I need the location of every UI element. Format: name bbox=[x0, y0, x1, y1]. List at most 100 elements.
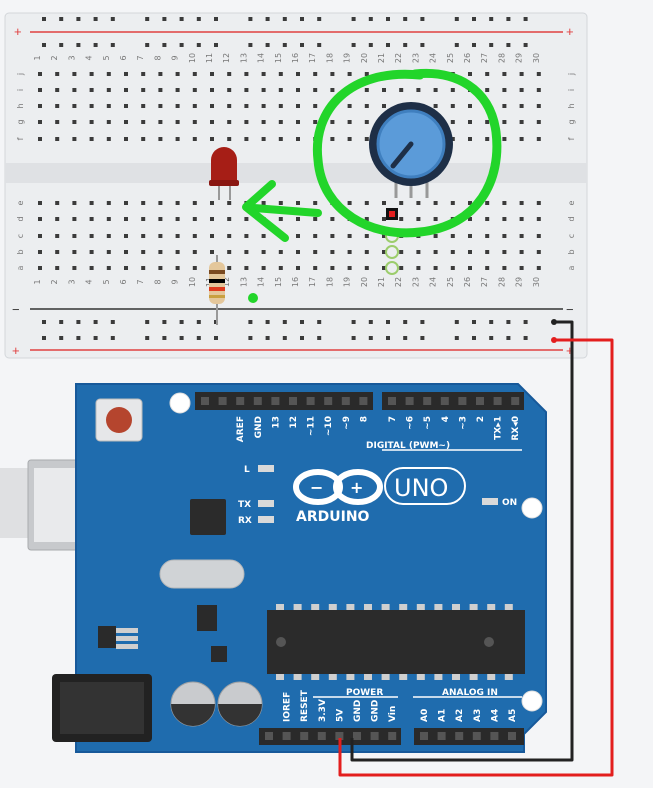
terminal-hole[interactable] bbox=[296, 104, 300, 108]
rail-hole[interactable] bbox=[506, 320, 511, 324]
rail-hole[interactable] bbox=[59, 43, 64, 47]
terminal-hole[interactable] bbox=[519, 217, 524, 221]
terminal-hole[interactable] bbox=[175, 88, 180, 92]
header-pin[interactable] bbox=[472, 732, 481, 740]
terminal-hole[interactable] bbox=[278, 104, 283, 108]
terminal-hole[interactable] bbox=[38, 266, 42, 270]
terminal-hole[interactable] bbox=[55, 266, 60, 270]
terminal-hole[interactable] bbox=[278, 266, 283, 270]
terminal-hole[interactable] bbox=[227, 120, 232, 124]
terminal-hole[interactable] bbox=[72, 266, 77, 270]
terminal-hole[interactable] bbox=[502, 217, 507, 221]
rail-hole[interactable] bbox=[110, 320, 115, 324]
terminal-hole[interactable] bbox=[158, 217, 163, 221]
terminal-hole[interactable] bbox=[485, 137, 490, 141]
rail-hole[interactable] bbox=[76, 320, 81, 324]
terminal-hole[interactable] bbox=[296, 217, 300, 221]
terminal-hole[interactable] bbox=[158, 120, 163, 124]
terminal-hole[interactable] bbox=[141, 234, 146, 238]
terminal-hole[interactable] bbox=[124, 217, 128, 221]
terminal-hole[interactable] bbox=[536, 217, 541, 221]
terminal-hole[interactable] bbox=[106, 72, 111, 76]
rail-hole[interactable] bbox=[472, 336, 476, 340]
terminal-hole[interactable] bbox=[485, 72, 490, 76]
terminal-hole[interactable] bbox=[175, 120, 180, 124]
terminal-hole[interactable] bbox=[313, 88, 318, 92]
terminal-hole[interactable] bbox=[141, 72, 146, 76]
terminal-hole[interactable] bbox=[347, 120, 352, 124]
terminal-hole[interactable] bbox=[330, 72, 335, 76]
rail-hole[interactable] bbox=[145, 320, 150, 324]
rail-hole[interactable] bbox=[300, 43, 304, 47]
header-pin[interactable] bbox=[490, 732, 499, 740]
rail-hole[interactable] bbox=[420, 336, 425, 340]
terminal-hole[interactable] bbox=[106, 266, 111, 270]
terminal-hole[interactable] bbox=[382, 217, 386, 221]
terminal-hole[interactable] bbox=[72, 250, 77, 254]
terminal-hole[interactable] bbox=[536, 104, 541, 108]
terminal-hole[interactable] bbox=[55, 120, 60, 124]
rail-hole[interactable] bbox=[489, 43, 494, 47]
terminal-hole[interactable] bbox=[38, 72, 42, 76]
rail-hole[interactable] bbox=[59, 17, 64, 21]
terminal-hole[interactable] bbox=[210, 72, 214, 76]
resistor-icon[interactable] bbox=[209, 255, 225, 325]
rail-hole[interactable] bbox=[93, 320, 98, 324]
header-pin[interactable] bbox=[271, 397, 280, 405]
header-pin[interactable] bbox=[282, 732, 291, 740]
rail-hole[interactable] bbox=[454, 43, 459, 47]
header-pin[interactable] bbox=[289, 397, 297, 405]
terminal-hole[interactable] bbox=[227, 201, 232, 205]
terminal-hole[interactable] bbox=[89, 266, 94, 270]
rail-hole[interactable] bbox=[42, 17, 46, 21]
terminal-hole[interactable] bbox=[519, 234, 524, 238]
terminal-hole[interactable] bbox=[536, 201, 541, 205]
terminal-hole[interactable] bbox=[55, 137, 60, 141]
terminal-hole[interactable] bbox=[55, 201, 60, 205]
terminal-hole[interactable] bbox=[313, 250, 318, 254]
rail-hole[interactable] bbox=[162, 43, 167, 47]
terminal-hole[interactable] bbox=[330, 250, 335, 254]
terminal-hole[interactable] bbox=[450, 250, 455, 254]
terminal-hole[interactable] bbox=[244, 250, 249, 254]
terminal-hole[interactable] bbox=[382, 88, 386, 92]
terminal-hole[interactable] bbox=[175, 72, 180, 76]
terminal-hole[interactable] bbox=[330, 137, 335, 141]
terminal-hole[interactable] bbox=[244, 217, 249, 221]
rail-hole[interactable] bbox=[265, 43, 270, 47]
terminal-hole[interactable] bbox=[244, 266, 249, 270]
terminal-hole[interactable] bbox=[502, 72, 507, 76]
terminal-hole[interactable] bbox=[192, 201, 197, 205]
header-pin[interactable] bbox=[201, 397, 209, 405]
rail-hole[interactable] bbox=[523, 336, 528, 340]
terminal-hole[interactable] bbox=[536, 72, 541, 76]
terminal-hole[interactable] bbox=[364, 72, 369, 76]
terminal-hole[interactable] bbox=[89, 120, 94, 124]
terminal-hole[interactable] bbox=[502, 250, 507, 254]
terminal-hole[interactable] bbox=[536, 137, 541, 141]
terminal-hole[interactable] bbox=[278, 250, 283, 254]
rail-hole[interactable] bbox=[196, 43, 201, 47]
header-pin[interactable] bbox=[455, 732, 464, 740]
header-pin[interactable] bbox=[437, 732, 446, 740]
terminal-hole[interactable] bbox=[89, 201, 94, 205]
terminal-hole[interactable] bbox=[261, 72, 266, 76]
rail-hole[interactable] bbox=[523, 43, 528, 47]
terminal-hole[interactable] bbox=[468, 217, 472, 221]
terminal-hole[interactable] bbox=[313, 234, 318, 238]
terminal-hole[interactable] bbox=[364, 250, 369, 254]
terminal-hole[interactable] bbox=[141, 250, 146, 254]
rail-hole[interactable] bbox=[368, 320, 373, 324]
terminal-hole[interactable] bbox=[364, 217, 369, 221]
terminal-hole[interactable] bbox=[89, 88, 94, 92]
terminal-hole[interactable] bbox=[158, 104, 163, 108]
terminal-hole[interactable] bbox=[124, 234, 128, 238]
terminal-hole[interactable] bbox=[519, 250, 524, 254]
terminal-hole[interactable] bbox=[244, 137, 249, 141]
rail-hole[interactable] bbox=[282, 336, 287, 340]
rail-hole[interactable] bbox=[351, 336, 356, 340]
terminal-hole[interactable] bbox=[192, 266, 197, 270]
terminal-hole[interactable] bbox=[124, 104, 128, 108]
terminal-hole[interactable] bbox=[210, 250, 214, 254]
terminal-hole[interactable] bbox=[433, 250, 438, 254]
